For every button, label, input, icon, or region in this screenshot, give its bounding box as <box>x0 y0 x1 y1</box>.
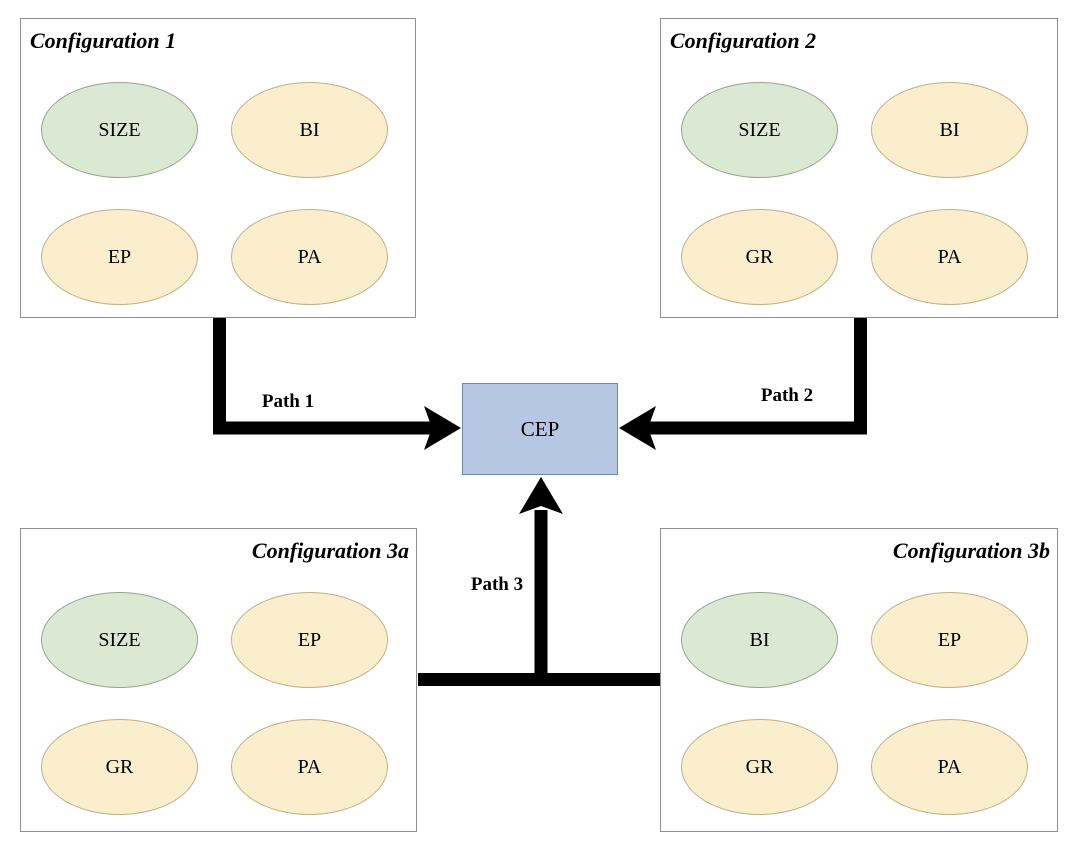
config-2-title: Configuration 2 <box>670 28 817 53</box>
node-label: BI <box>299 118 320 141</box>
config-3b-box: Configuration 3b BI EP GR PA <box>660 528 1058 832</box>
node-label: SIZE <box>98 628 141 651</box>
node-label: SIZE <box>98 118 141 141</box>
config-2-node-bi: BI <box>871 82 1028 178</box>
node-label: GR <box>105 755 134 778</box>
config-3a-node-size: SIZE <box>41 592 198 688</box>
path-2-arrow <box>619 318 867 450</box>
cep-box: CEP <box>462 383 618 475</box>
node-label: EP <box>297 628 322 651</box>
config-1-title: Configuration 1 <box>30 28 177 53</box>
config-3a-node-ep: EP <box>231 592 388 688</box>
config-3b-title: Configuration 3b <box>892 538 1050 563</box>
config-3a-node-gr: GR <box>41 719 198 815</box>
path-1-arrow <box>213 318 461 450</box>
node-label: BI <box>939 118 960 141</box>
cep-label: CEP <box>520 416 560 441</box>
node-label: GR <box>745 245 774 268</box>
config-2-node-size: SIZE <box>681 82 838 178</box>
config-3a-node-pa: PA <box>231 719 388 815</box>
config-1-node-ep: EP <box>41 209 198 305</box>
config-1-node-pa: PA <box>231 209 388 305</box>
config-3b-node-pa: PA <box>871 719 1028 815</box>
node-label: EP <box>107 245 132 268</box>
config-3b-node-gr: GR <box>681 719 838 815</box>
node-label: PA <box>937 245 962 268</box>
path-3-label: Path 3 <box>470 574 524 595</box>
config-3b-node-ep: EP <box>871 592 1028 688</box>
node-label: PA <box>937 755 962 778</box>
node-label: PA <box>297 245 322 268</box>
config-1-node-size: SIZE <box>41 82 198 178</box>
node-label: BI <box>749 628 770 651</box>
path-2-label: Path 2 <box>760 385 814 406</box>
node-label: GR <box>745 755 774 778</box>
config-2-node-gr: GR <box>681 209 838 305</box>
node-label: PA <box>297 755 322 778</box>
config-3a-box: Configuration 3a SIZE EP GR PA <box>20 528 417 832</box>
node-label: SIZE <box>738 118 781 141</box>
config-3a-title: Configuration 3a <box>251 538 409 563</box>
config-2-node-pa: PA <box>871 209 1028 305</box>
config-1-node-bi: BI <box>231 82 388 178</box>
node-label: EP <box>937 628 962 651</box>
config-3b-node-bi: BI <box>681 592 838 688</box>
config-1-box: Configuration 1 SIZE BI EP PA <box>20 18 416 318</box>
config-2-box: Configuration 2 SIZE BI GR PA <box>660 18 1058 318</box>
path-1-label: Path 1 <box>261 391 315 412</box>
